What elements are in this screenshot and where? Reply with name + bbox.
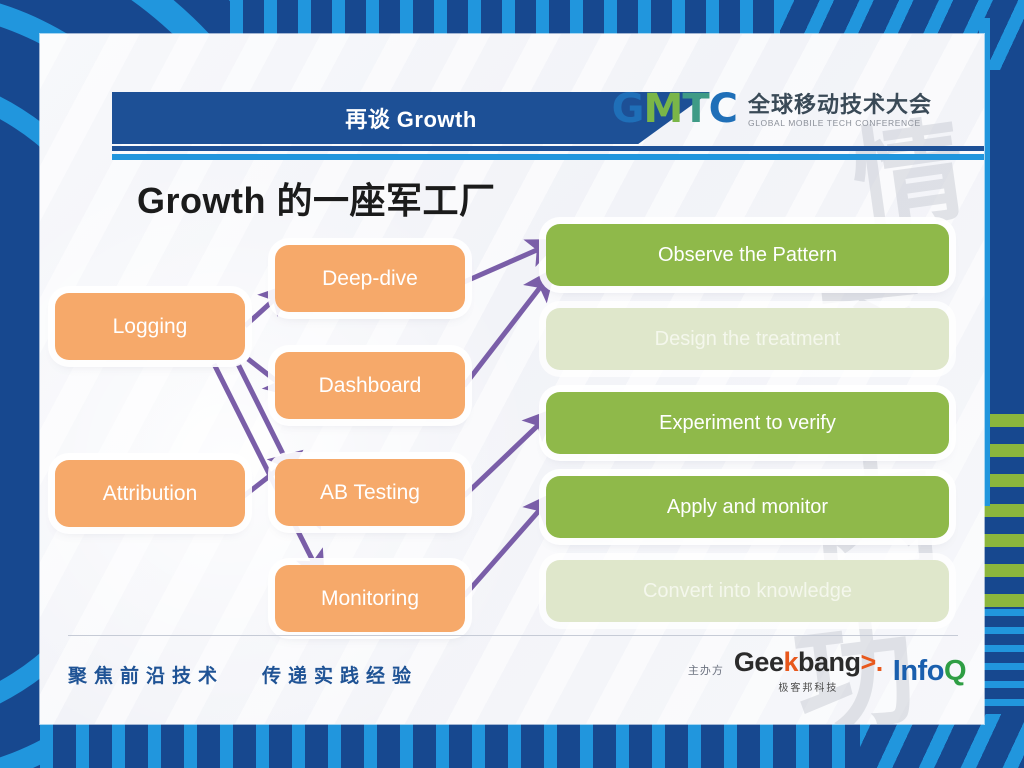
geekbang-text-a: Gee [733,647,784,677]
node-observe-the-pattern[interactable]: Observe the Pattern [546,224,949,286]
node-deep-dive[interactable]: Deep-dive [275,245,465,312]
node-dashboard[interactable]: Dashboard [275,352,465,419]
divider-blue [112,154,984,160]
host-label: 主办方 [687,664,724,677]
footer-logos: 主办方 Geekbang>. 极客邦科技 InfoQ [687,649,967,695]
footer-slogan: 聚焦前沿技术 传递实践经验 [68,661,418,688]
geekbang-text-b: bang [798,647,861,677]
node-label: AB Testing [319,480,420,504]
gmtc-letter-c: C [708,86,738,132]
gmtc-wordmark: GMTC [612,89,738,129]
footer-slogan-left: 聚焦前沿技术 [68,666,225,687]
gmtc-cn-sub: GLOBAL MOBILE TECH CONFERENCE [747,118,921,128]
infoq-info: Info [892,655,945,687]
gmtc-letter-t: T [682,86,709,132]
node-logging[interactable]: Logging [55,293,245,360]
geekbang-logo: Geekbang>. 极客邦科技 [734,649,883,695]
footer-slogan-right: 传递实践经验 [262,666,419,687]
node-convert-into-knowledge[interactable]: Convert into knowledge [546,560,949,622]
gmtc-letter-g: G [611,86,645,132]
node-apply-and-monitor[interactable]: Apply and monitor [546,476,949,538]
node-label: Design the treatment [654,327,841,350]
footer-divider [68,635,958,636]
node-label: Deep-dive [322,266,418,290]
infoq-q: Q [943,655,967,687]
node-label: Attribution [102,481,198,505]
node-label: Observe the Pattern [658,243,837,266]
infoq-logo: InfoQ [892,655,967,687]
node-ab-testing[interactable]: AB Testing [275,459,465,526]
gmtc-letter-m: M [643,86,684,132]
geekbang-chinese: 极客邦科技 [778,683,839,694]
divider-navy [112,146,984,151]
banner-title: 再谈 Growth [345,107,477,132]
node-label: Dashboard [318,373,422,397]
accent-bar-right [979,18,990,506]
header-banner: 再谈 Growth [112,92,710,144]
geekbang-letter-k: k [783,647,798,677]
page-title: Growth 的一座军工厂 [137,180,496,221]
gmtc-cn-main: 全球移动技术大会 [747,91,932,117]
node-attribution[interactable]: Attribution [55,460,245,527]
node-label: Apply and monitor [666,495,829,518]
node-monitoring[interactable]: Monitoring [275,565,465,632]
diagram: Logging Attribution Deep-dive Dashboard … [40,34,984,724]
node-label: Logging [112,314,188,338]
geekbang-caret: >. [860,647,884,677]
slide-card: 情 志 内 功 再谈 Growth GMTC 全球移动技术大会 GLOBAL M… [40,34,984,724]
node-label: Experiment to verify [659,411,836,434]
gmtc-logo: GMTC 全球移动技术大会 GLOBAL MOBILE TECH CONFERE… [612,89,932,129]
node-label: Convert into knowledge [642,579,852,602]
node-experiment-to-verify[interactable]: Experiment to verify [546,392,949,454]
gmtc-chinese-name: 全球移动技术大会 GLOBAL MOBILE TECH CONFERENCE [748,93,932,128]
node-design-the-treatment[interactable]: Design the treatment [546,308,949,370]
node-label: Monitoring [320,586,420,610]
geekbang-wordmark: Geekbang>. [734,649,883,676]
